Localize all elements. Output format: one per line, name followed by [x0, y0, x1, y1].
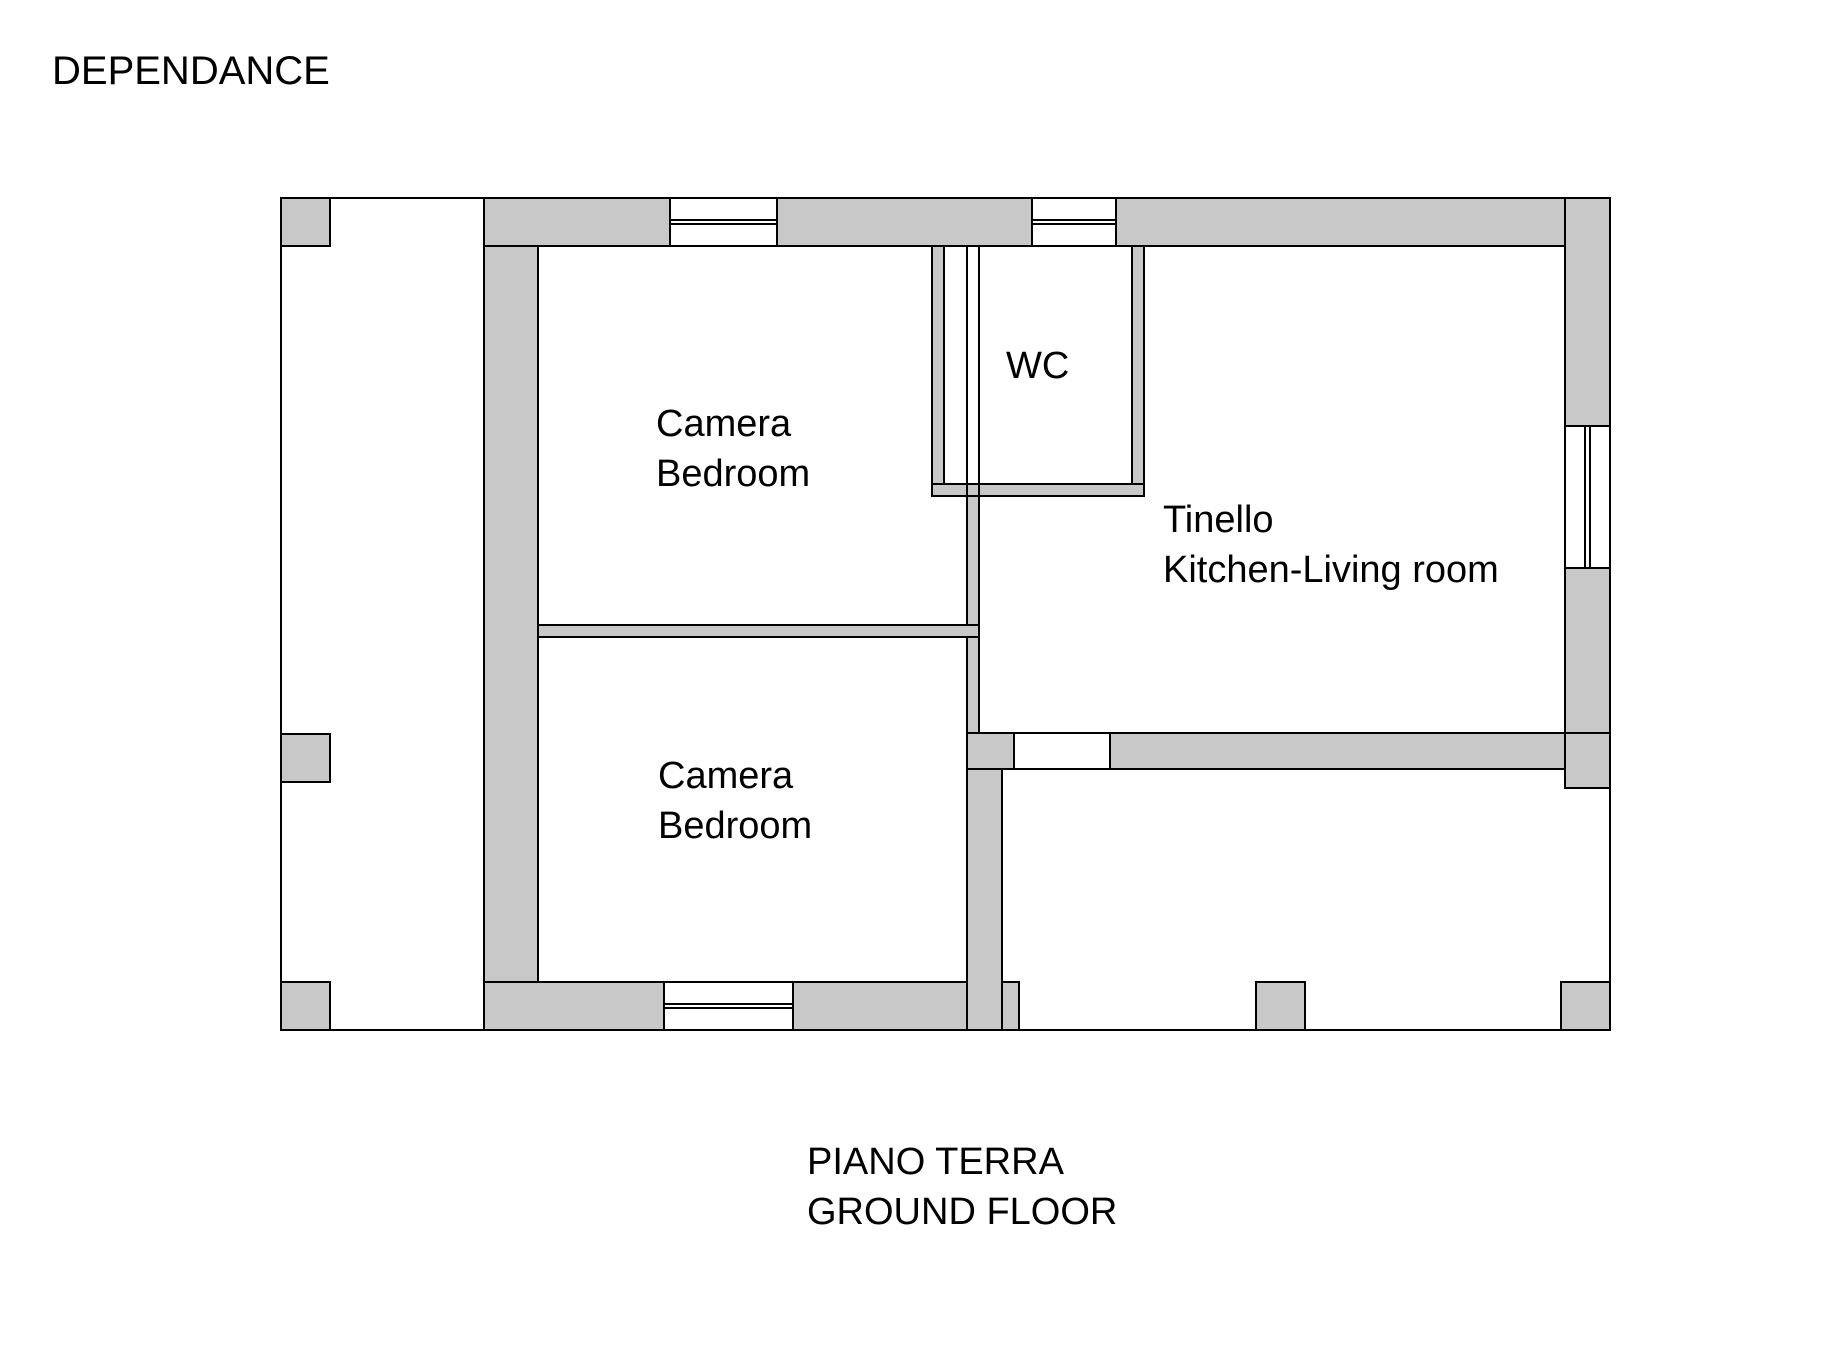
room-label-bedroom-bottom-it: Camera [658, 755, 794, 797]
room-label-wc: WC [1006, 345, 1069, 387]
wall-top-1 [483, 197, 671, 247]
pillar-top-left [280, 197, 331, 247]
wall-partition-vertical-upper [966, 495, 980, 734]
room-label-bedroom-top-it: Camera [656, 403, 792, 445]
window-bottom [663, 981, 794, 1031]
wall-right-1 [1564, 197, 1611, 427]
wall-wc-right [1131, 245, 1145, 497]
window-top-2 [1031, 197, 1117, 247]
pillar-bottom-left [280, 981, 331, 1031]
wall-wc-left [931, 245, 945, 497]
pillar-bottom-mid [1255, 981, 1306, 1031]
door-opening-kitchen [1013, 732, 1111, 770]
wall-left [483, 197, 539, 1031]
window-right [1564, 425, 1611, 569]
floor-label-en: GROUND FLOOR [807, 1191, 1117, 1233]
wall-kitchen-bottom-3 [1564, 732, 1611, 789]
room-label-kitchen-it: Tinello [1163, 499, 1274, 541]
room-label-kitchen-en: Kitchen-Living room [1163, 549, 1499, 591]
plan-title: DEPENDANCE [52, 49, 330, 93]
room-label-bedroom-top-en: Bedroom [656, 453, 810, 495]
building-outline [280, 197, 1611, 1031]
pillar-bottom-right [1560, 981, 1611, 1031]
wall-wc-bottom [931, 483, 1145, 497]
wall-kitchen-bottom-2 [1109, 732, 1611, 770]
wall-top-2 [776, 197, 1033, 247]
wall-partition-vertical [966, 732, 1003, 1031]
pillar-mid-left [280, 733, 331, 783]
wall-bedroom-partition [537, 624, 980, 638]
window-top-1 [669, 197, 778, 247]
wall-kitchen-bottom-1 [966, 732, 1015, 770]
room-label-bedroom-bottom-en: Bedroom [658, 805, 812, 847]
floor-label-it: PIANO TERRA [807, 1141, 1065, 1183]
wall-bottom-1 [483, 981, 665, 1031]
wall-top-3 [1115, 197, 1611, 247]
